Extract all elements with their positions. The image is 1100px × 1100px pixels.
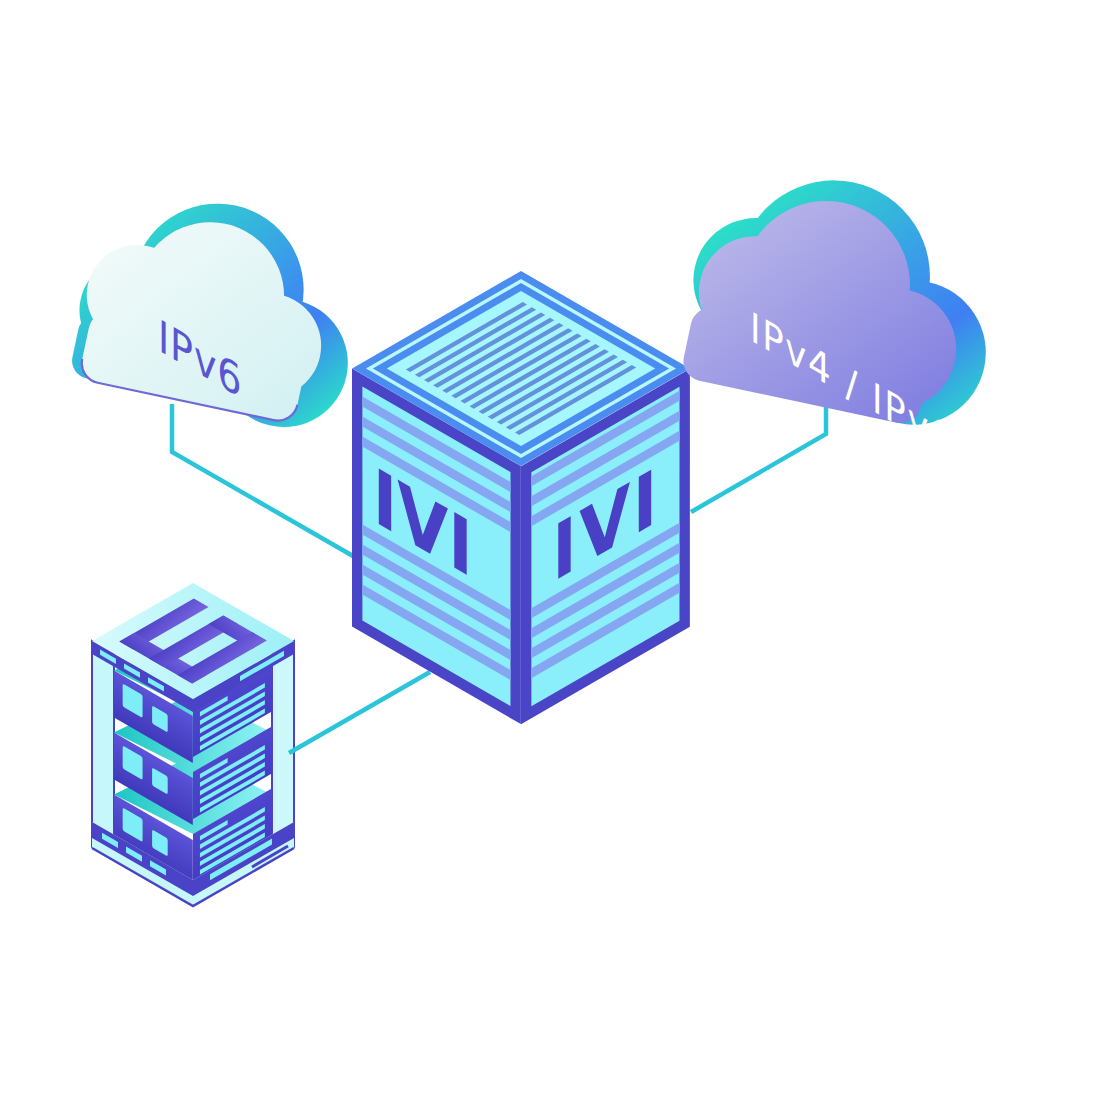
ivi-translator-box: IVI IVI — [352, 271, 690, 724]
ipv6-server-rack — [92, 583, 294, 906]
connector-ipv4cloud-ivi — [691, 406, 826, 512]
connector-server-ivi — [289, 672, 430, 753]
ipv6-cloud: IPv6 — [63, 178, 376, 439]
connector-ipv6cloud-ivi — [172, 404, 353, 556]
ipv4-ipv6-cloud: IPv4 / IPv6 — [672, 154, 1016, 468]
